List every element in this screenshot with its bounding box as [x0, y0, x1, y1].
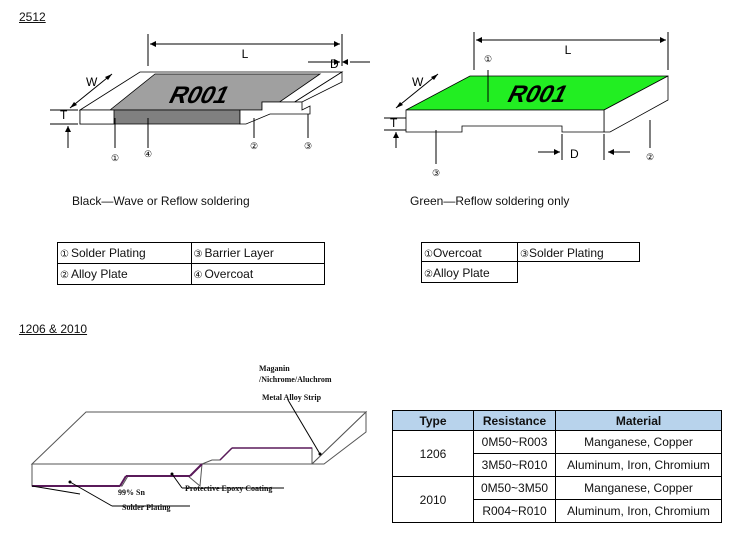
- header-resistance: Resistance: [472, 410, 557, 431]
- label-99-sn: 99% Sn: [118, 488, 145, 497]
- black-caption: Black—Wave or Reflow soldering: [72, 194, 250, 208]
- table-row: 1206 0M50~R003 Manganese, Copper: [392, 430, 722, 477]
- callout-3-green: ③: [432, 168, 440, 178]
- black-resistor-diagram: L D R001 W T ① ④ ② ③: [50, 34, 370, 163]
- dim-T-label-green: T: [390, 116, 398, 130]
- callout-2-green: ②: [646, 152, 654, 162]
- header-material: Material: [555, 410, 722, 431]
- dim-L-label: L: [242, 47, 249, 61]
- label-nichrome: /Nichrome/Aluchrom: [259, 375, 332, 384]
- dim-W-label-green: W: [412, 75, 424, 89]
- header-type: Type: [392, 410, 474, 431]
- legend-item: Overcoat: [204, 267, 254, 281]
- callout-3: ③: [304, 141, 312, 151]
- section-title-1206-2010: 1206 & 2010: [19, 322, 88, 336]
- table-row: R004~R010 Aluminum, Iron, Chromium: [393, 499, 722, 523]
- table-row: 2010 0M50~3M50 Manganese, Copper: [392, 476, 722, 523]
- legend-item: Solder Plating: [528, 246, 604, 260]
- legend-item: Alloy Plate: [70, 267, 128, 281]
- label-metal-alloy-strip: Metal Alloy Strip: [262, 393, 322, 402]
- dim-D-label-green: D: [570, 147, 579, 161]
- callout-1-green: ①: [484, 54, 492, 64]
- spec-table: Type Resistance Material 1206 0M50~R003 …: [392, 410, 722, 523]
- legend-item: Overcoat: [432, 246, 482, 260]
- chip-construction-diagram: [30, 399, 368, 507]
- dim-W-label: W: [86, 75, 98, 89]
- green-resistor-diagram: L R001 W T D ① ③ ②: [384, 32, 669, 178]
- marking-text-black: R001: [165, 82, 235, 109]
- legend-table-green: ①Overcoat ③Solder Plating ②Alloy Plate: [421, 242, 640, 284]
- label-solder-plating: Solder Plating: [122, 503, 171, 512]
- marking-text-green: R001: [503, 81, 573, 108]
- legend-item: Solder Plating: [70, 246, 146, 260]
- green-caption: Green—Reflow soldering only: [410, 194, 570, 208]
- label-epoxy-coating: Protective Epoxy Coating: [185, 484, 273, 493]
- section-title-2512: 2512: [19, 10, 46, 24]
- callout-1: ①: [111, 153, 119, 163]
- legend-item: Alloy Plate: [432, 266, 490, 280]
- callout-2: ②: [250, 141, 258, 151]
- dim-T-label: T: [60, 108, 68, 122]
- label-maganin: Maganin: [259, 364, 290, 373]
- callout-4: ④: [144, 149, 152, 159]
- legend-item: Barrier Layer: [204, 246, 274, 260]
- dim-D-label: D: [330, 57, 339, 71]
- dim-L-label-green: L: [565, 43, 572, 57]
